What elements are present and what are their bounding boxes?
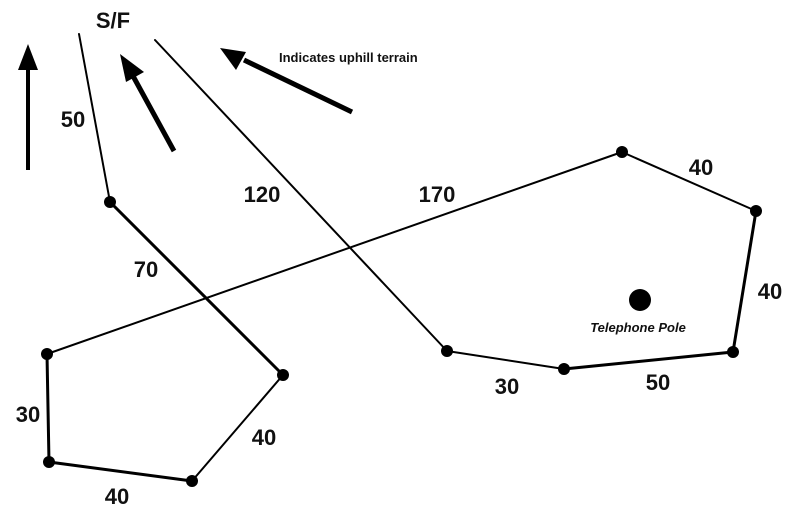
uphill-legend-label: Indicates uphill terrain <box>279 50 418 65</box>
vertex <box>43 456 55 468</box>
start-finish-label: S/F <box>96 8 130 33</box>
vertex <box>558 363 570 375</box>
segment-length-label: 40 <box>689 155 713 180</box>
vertex <box>727 346 739 358</box>
uphill-arrow-icon <box>220 48 354 115</box>
segment-length-label: 40 <box>252 425 276 450</box>
segment-length-label: 30 <box>495 374 519 399</box>
segment-length-label: 40 <box>758 279 782 304</box>
segment-length-label: 50 <box>646 370 670 395</box>
vertex <box>750 205 762 217</box>
telephone-pole-label: Telephone Pole <box>590 320 686 335</box>
course-path <box>45 33 758 483</box>
segment-length-label: 40 <box>105 484 129 509</box>
vertex <box>186 475 198 487</box>
telephone-pole-marker <box>629 289 651 311</box>
vertex <box>277 369 289 381</box>
segment-length-label: 120 <box>244 182 281 207</box>
course-vertices <box>41 146 762 487</box>
vertex <box>441 345 453 357</box>
vertex <box>104 196 116 208</box>
segment-length-label: 50 <box>61 107 85 132</box>
vertex <box>41 348 53 360</box>
vertex <box>616 146 628 158</box>
segment-length-label: 70 <box>134 257 158 282</box>
segment-length-label: 170 <box>419 182 456 207</box>
uphill-arrow-icon <box>18 44 38 170</box>
segment-length-label: 30 <box>16 402 40 427</box>
uphill-arrow-icon <box>120 54 177 153</box>
